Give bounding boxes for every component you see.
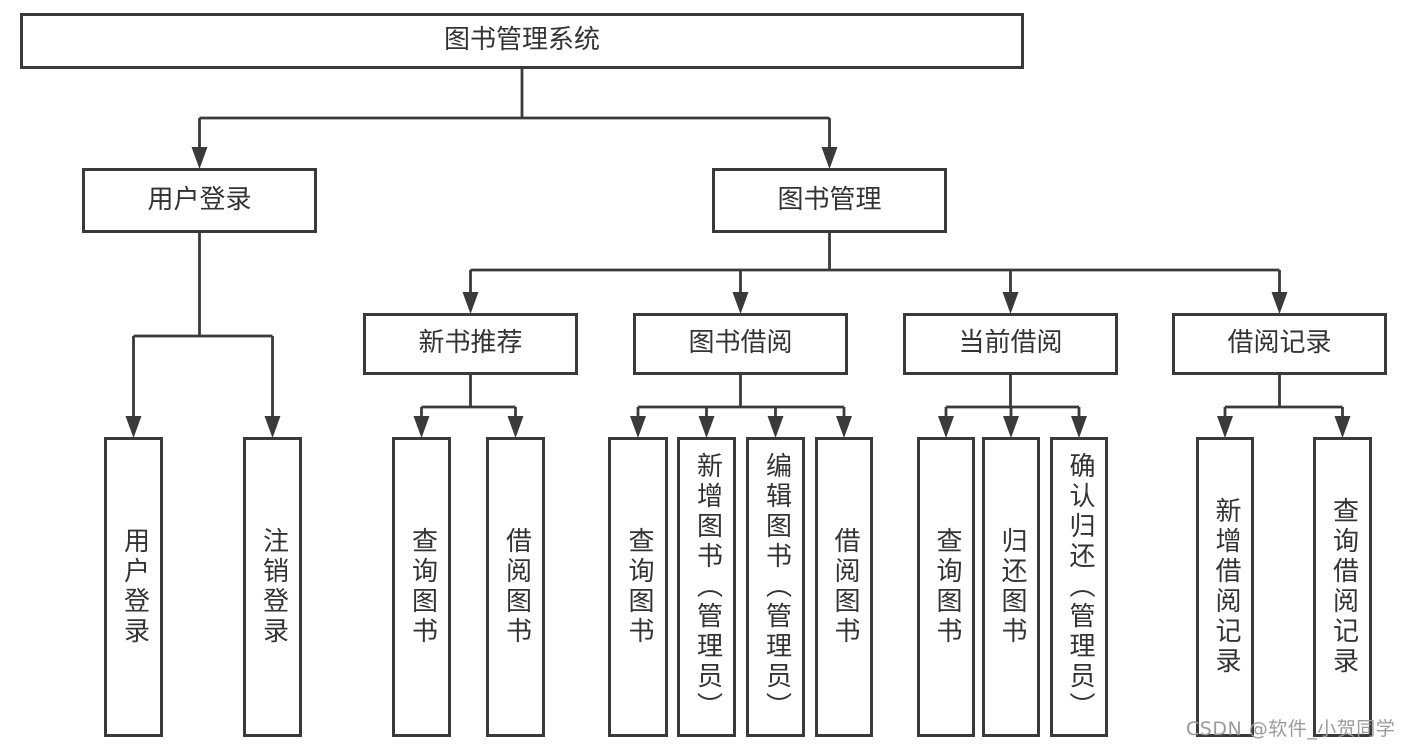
node-r-add-label: 新增借阅记录 [1210,497,1241,677]
node-c-query: 查询图书 [917,437,975,737]
arrowhead-c-query [938,416,954,438]
arrowhead-current [1002,292,1019,314]
node-root: 图书管理系统 [20,13,1024,69]
node-nb-query-label: 查询图书 [407,527,438,647]
arrowhead-b-add [698,416,715,438]
node-b-query-label: 查询图书 [623,527,654,647]
node-c-confirm: 确认归还（管理员） [1050,437,1108,737]
node-records-label: 借阅记录 [1227,328,1332,359]
arrowhead-nb-borrow [507,416,524,438]
node-login: 用户登录 [82,168,317,233]
node-user-login-label: 用户登录 [119,527,150,647]
arrowhead-c-confirm [1071,416,1087,438]
node-borrow-label: 图书借阅 [688,328,793,359]
arrowhead-user-login [125,416,142,438]
arrowhead-c-return [1003,416,1019,438]
node-mgmt: 图书管理 [712,168,947,233]
arrowhead-nb-query [413,416,430,438]
arrowhead-b-query [630,416,646,438]
node-c-query-label: 查询图书 [931,527,962,647]
node-login-label: 用户登录 [147,184,252,215]
node-c-return: 归还图书 [982,437,1040,737]
node-b-add: 新增图书（管理员） [677,437,736,737]
edge-records [1217,375,1351,438]
arrowhead-b-borrow [836,416,852,438]
arrowhead-r-query [1334,416,1351,438]
arrowhead-mgmt [821,147,838,169]
arrowhead-login [191,147,208,169]
node-current: 当前借阅 [903,313,1118,375]
arrowhead-b-edit [767,416,784,438]
node-c-return-label: 归还图书 [996,527,1027,647]
edge-borrow [630,375,852,438]
node-c-confirm-label: 确认归还（管理员） [1064,452,1095,722]
edge-root [191,69,838,169]
node-borrow: 图书借阅 [633,313,848,375]
node-current-label: 当前借阅 [958,328,1063,359]
node-logout: 注销登录 [243,437,302,737]
node-mgmt-label: 图书管理 [777,184,882,215]
node-b-edit-label: 编辑图书（管理员） [761,452,792,722]
edge-new-book [413,375,524,438]
edge-mgmt [462,233,1288,314]
node-b-borrow: 借阅图书 [815,437,873,737]
edge-current [938,375,1087,438]
node-new-book-label: 新书推荐 [418,328,523,359]
node-r-query-label: 查询借阅记录 [1328,497,1359,677]
node-b-borrow-label: 借阅图书 [829,527,860,647]
node-nb-borrow: 借阅图书 [486,437,545,737]
arrowhead-new-book [462,292,479,314]
node-b-add-label: 新增图书（管理员） [692,452,723,722]
node-r-add: 新增借阅记录 [1196,437,1254,737]
arrowhead-borrow [732,292,749,314]
node-new-book: 新书推荐 [363,313,578,375]
node-b-query: 查询图书 [608,437,668,737]
arrowhead-records [1271,292,1288,314]
node-b-edit: 编辑图书（管理员） [746,437,805,737]
node-r-query: 查询借阅记录 [1313,437,1372,737]
arrowhead-logout [264,416,281,438]
node-nb-query: 查询图书 [392,437,451,737]
watermark: CSDN @软件_小贺同学 [1186,718,1396,740]
arrowhead-r-add [1217,416,1233,438]
edge-login [125,233,281,438]
node-records: 借阅记录 [1172,313,1387,375]
node-logout-label: 注销登录 [258,527,289,647]
node-nb-borrow-label: 借阅图书 [501,527,532,647]
node-root-label: 图书管理系统 [443,25,600,56]
node-user-login: 用户登录 [104,437,163,737]
